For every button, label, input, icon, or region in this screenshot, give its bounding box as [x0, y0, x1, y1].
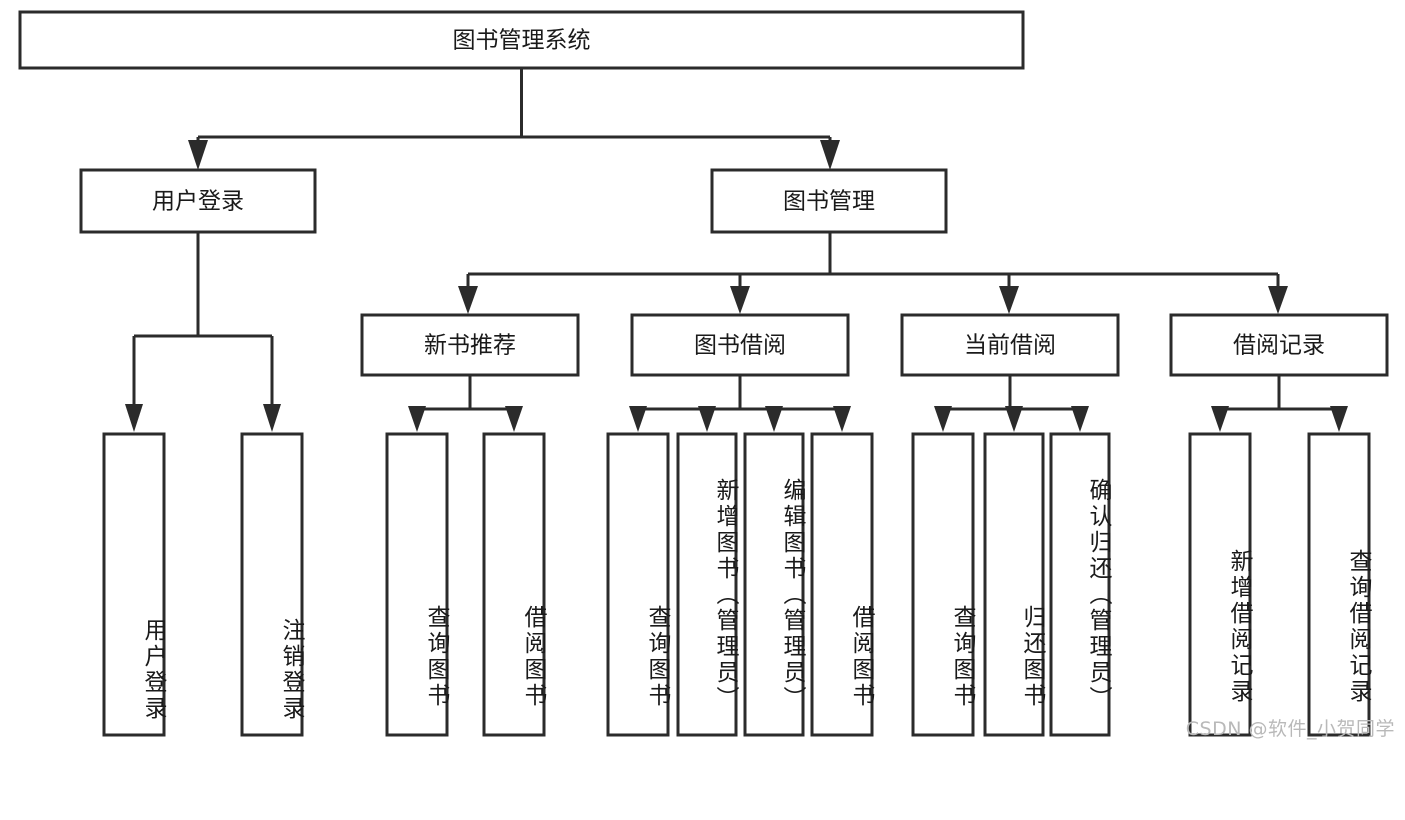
node-current-borrow[interactable]: 当前借阅	[900, 313, 1120, 377]
arrow-head-leaf-query-book-1	[408, 406, 426, 432]
connector-group-book-borrow-to-leaves	[629, 375, 851, 432]
arrow-head-leaf-add-record	[1211, 406, 1229, 432]
arrow-head-leaf-borrow-book-2	[833, 406, 851, 432]
node-root[interactable]: 图书管理系统	[18, 10, 1025, 70]
arrow-head-leaf-user-login	[125, 404, 143, 432]
node-current-borrow-box[interactable]	[900, 313, 1120, 377]
arrow-head-leaf-borrow-book-1	[505, 406, 523, 432]
node-user-login-box[interactable]	[79, 168, 317, 234]
node-root-label: 图书管理系统	[453, 28, 591, 54]
connector-group-user-login-to-leaves	[125, 232, 281, 432]
arrow-head-user-login	[188, 140, 208, 170]
node-new-book-rec-box[interactable]	[360, 313, 580, 377]
leaf-box-add-record[interactable]	[1188, 432, 1252, 737]
leaf-box-query-record[interactable]	[1307, 432, 1371, 737]
arrow-head-new-book-rec	[458, 286, 478, 314]
node-book-borrow-label: 图书借阅	[694, 333, 786, 359]
arrow-head-leaf-add-book	[698, 406, 716, 432]
node-book-manage[interactable]: 图书管理	[710, 168, 948, 234]
leaf-box-confirm-return[interactable]	[1049, 432, 1111, 737]
arrow-head-borrow-record	[1268, 286, 1288, 314]
arrow-head-leaf-query-book-3	[934, 406, 952, 432]
leaf-box-borrow-book-1[interactable]	[482, 432, 546, 737]
arrow-head-leaf-edit-book	[765, 406, 783, 432]
node-book-manage-label: 图书管理	[783, 189, 875, 215]
node-root-box[interactable]	[18, 10, 1025, 70]
arrow-head-leaf-return-book	[1005, 406, 1023, 432]
leaf-boxes	[102, 432, 1371, 737]
connector-group-new-book-rec-to-leaves	[408, 375, 523, 432]
node-new-book-rec-label: 新书推荐	[424, 333, 516, 359]
node-book-borrow[interactable]: 图书借阅	[630, 313, 850, 377]
leaf-box-query-book-3[interactable]	[911, 432, 975, 737]
node-borrow-record[interactable]: 借阅记录	[1169, 313, 1389, 377]
leaf-box-user-login[interactable]	[102, 432, 166, 737]
arrow-head-book-borrow	[730, 286, 750, 314]
arrow-head-current-borrow	[999, 286, 1019, 314]
node-user-login-label: 用户登录	[152, 189, 244, 215]
arrow-head-leaf-query-book-2	[629, 406, 647, 432]
leaf-box-query-book-2[interactable]	[606, 432, 670, 737]
node-borrow-record-label: 借阅记录	[1233, 333, 1325, 359]
connector-group-book-manage-to-level3	[458, 232, 1288, 314]
connector-group-borrow-record-to-leaves	[1211, 375, 1348, 432]
flowchart-svg: 图书管理系统 用户登录 图书管理 新书推荐 图书借阅 当前借阅 借阅记录	[18, 10, 1389, 737]
diagram-canvas: 图书管理系统 用户登录 图书管理 新书推荐 图书借阅 当前借阅 借阅记录	[18, 10, 1395, 740]
leaf-box-add-book[interactable]	[676, 432, 738, 737]
connector-group-current-borrow-to-leaves	[934, 375, 1089, 432]
leaf-box-user-logout[interactable]	[240, 432, 304, 737]
arrow-head-leaf-confirm-return	[1071, 406, 1089, 432]
node-new-book-rec[interactable]: 新书推荐	[360, 313, 580, 377]
leaf-box-borrow-book-2[interactable]	[810, 432, 874, 737]
leaf-box-return-book[interactable]	[983, 432, 1045, 737]
node-book-borrow-box[interactable]	[630, 313, 850, 377]
arrow-head-leaf-user-logout	[263, 404, 281, 432]
node-user-login[interactable]: 用户登录	[79, 168, 317, 234]
leaf-box-query-book-1[interactable]	[385, 432, 449, 737]
csdn-watermark: CSDN @软件_小贺同学	[1185, 718, 1395, 740]
arrow-head-leaf-query-record	[1330, 406, 1348, 432]
node-borrow-record-box[interactable]	[1169, 313, 1389, 377]
arrow-head-book-manage	[820, 140, 840, 170]
node-book-manage-box[interactable]	[710, 168, 948, 234]
leaf-box-edit-book[interactable]	[743, 432, 805, 737]
connector-group-root-to-level2	[188, 68, 840, 170]
node-current-borrow-label: 当前借阅	[964, 333, 1056, 359]
